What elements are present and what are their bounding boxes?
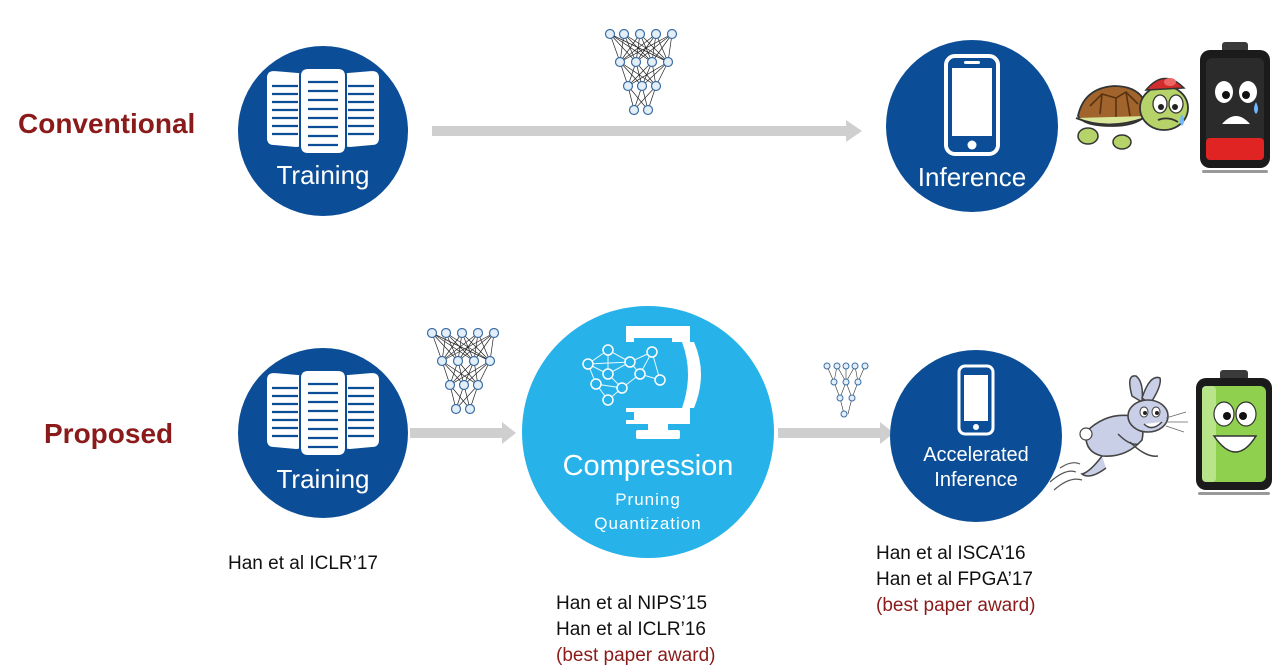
neural-network-icon [604,28,678,116]
arrow-compression-to-inference [778,422,894,444]
training-node-conventional: Training [238,46,408,216]
compression-sub-pruning: Pruning [615,490,681,509]
reference-line: Han et al ICLR’16 [556,619,706,640]
compression-title: Compression [562,450,734,482]
reference-line: Han et al NIPS’15 [556,593,708,614]
training-label: Training [276,160,370,190]
reference-line: Han et al ISCA’16 [876,543,1026,564]
best-paper-award: (best paper award) [556,645,716,666]
battery-low-icon [1200,42,1270,173]
server-rack-icon [265,369,381,457]
rabbit-icon [1049,375,1188,491]
inference-node-conventional: Inference [886,40,1058,212]
inference-label: Inference [917,162,1027,192]
neural-network-icon [426,327,500,415]
compression-sub-quantization: Quantization [594,514,702,533]
training-node-proposed: Training [238,348,408,518]
best-paper-award: (best paper award) [876,595,1036,616]
server-rack-icon [265,67,381,155]
smartphone-icon [957,364,995,436]
inference-node-proposed: Accelerated Inference [890,350,1062,522]
reference-compression: Han et al NIPS’15 Han et al ICLR’16 (bes… [556,591,715,669]
training-label: Training [276,464,370,494]
accelerated-label: Accelerated [923,444,1029,466]
reference-training: Han et al ICLR’17 [228,551,378,577]
reference-inference: Han et al ISCA’16 Han et al FPGA’17 (bes… [876,541,1035,619]
inference-label: Inference [934,469,1018,491]
row-label-conventional: Conventional [18,108,196,139]
reference-line: Han et al FPGA’17 [876,569,1034,590]
row-label-proposed: Proposed [44,418,174,449]
smartphone-icon [944,54,1000,156]
compression-node: Compression Pruning Quantization [522,306,774,558]
turtle-icon [1075,77,1189,150]
arrow-training-to-compression [410,422,516,444]
neural-network-icon [823,362,869,418]
clamp-compression-icon [582,326,701,439]
reference-line: Han et al ICLR’17 [228,553,378,574]
arrow-conventional [432,120,862,142]
battery-full-icon [1196,370,1272,495]
